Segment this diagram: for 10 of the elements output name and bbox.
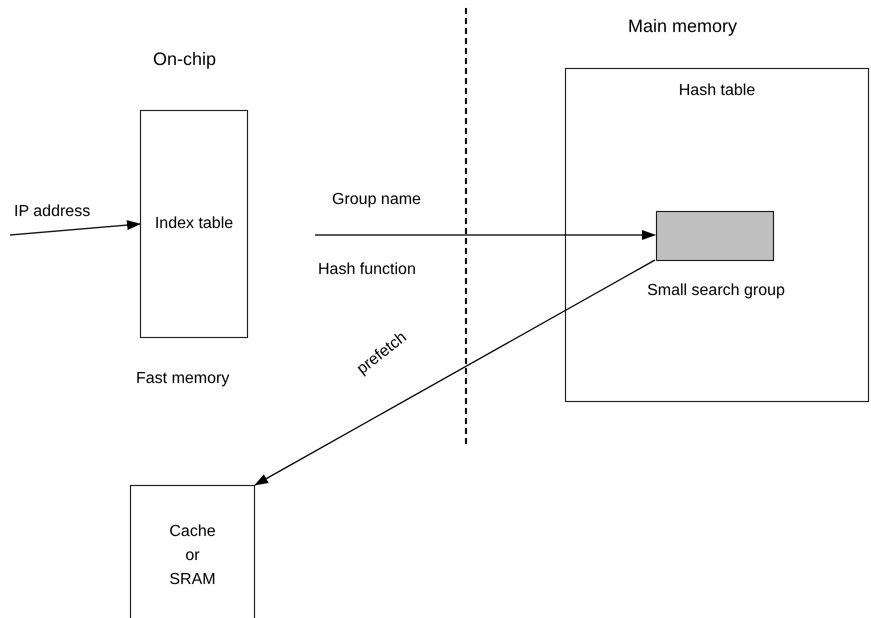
box-text: Hash table xyxy=(678,81,756,101)
box-text: Cache or SRAM xyxy=(168,522,217,590)
arrow xyxy=(315,230,656,240)
box-caption: Small search group xyxy=(646,281,786,301)
box-text: Index table xyxy=(154,214,234,234)
arrow xyxy=(10,220,141,236)
arrow xyxy=(254,259,656,486)
memory-region-box xyxy=(565,68,869,402)
box-heading: Fast memory xyxy=(136,369,230,389)
table-box xyxy=(140,110,248,338)
